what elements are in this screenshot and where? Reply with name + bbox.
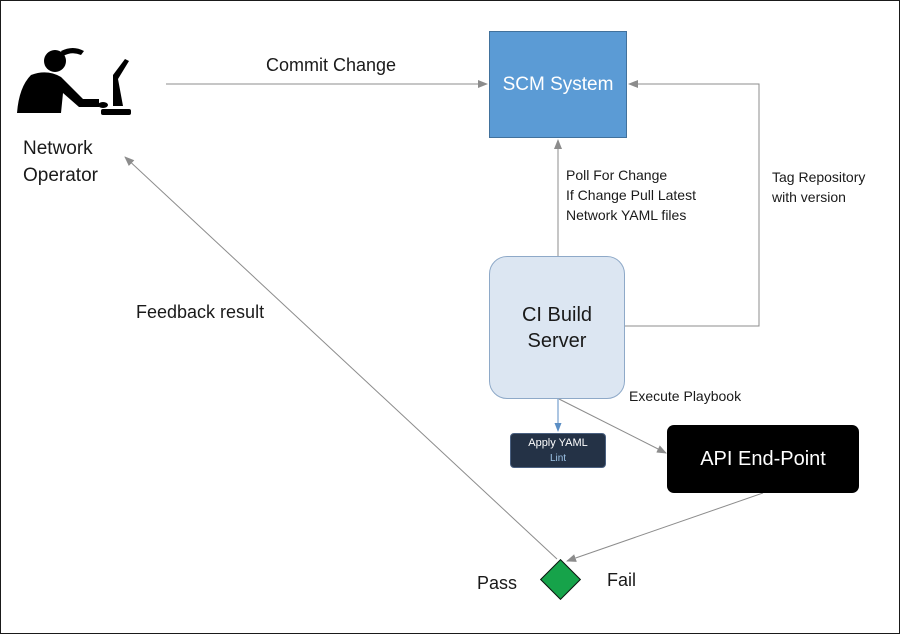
poll-label: Poll For Change If Change Pull Latest Ne… — [566, 165, 696, 225]
result-arrow — [566, 492, 764, 562]
api-end-point-node[interactable]: API End-Point — [667, 425, 859, 493]
feedback-result-label: Feedback result — [136, 302, 265, 322]
apply-yaml-lint-node[interactable]: Apply YAML Lint — [510, 433, 606, 468]
tag-label-line2: with version — [772, 189, 846, 205]
operator-label-line1: Network — [23, 138, 93, 159]
poll-label-line1: Poll For Change — [566, 167, 668, 183]
tag-repository-label: Tag Repository with version — [772, 167, 865, 207]
tag-label-line1: Tag Repository — [772, 169, 866, 185]
ci-label-line1: CI Build — [521, 303, 593, 326]
lint-label-line1: Apply YAML — [528, 436, 588, 449]
poll-label-line2: If Change Pull Latest — [566, 187, 696, 203]
fail-label: Fail — [607, 570, 637, 590]
scm-system-label: SCM System — [502, 73, 614, 95]
tag-repository-arrow — [625, 80, 760, 327]
ci-label-line2: Server — [527, 329, 587, 352]
lint-label-line2: Lint — [549, 452, 567, 464]
poll-label-line3: Network YAML files — [566, 207, 687, 223]
feedback-arrow — [124, 156, 558, 560]
person-at-computer-icon — [17, 48, 131, 115]
operator-label: Network Operator — [23, 135, 98, 189]
operator-label-line2: Operator — [23, 165, 98, 186]
ci-build-server-node[interactable]: CI Build Server — [489, 256, 625, 399]
commit-change-label: Commit Change — [266, 55, 397, 75]
pass-label: Pass — [477, 573, 518, 593]
execute-playbook-arrow — [558, 398, 667, 454]
api-label: API End-Point — [700, 447, 826, 470]
execute-playbook-label: Execute Playbook — [629, 388, 742, 404]
scm-system-node[interactable]: SCM System — [489, 31, 627, 138]
